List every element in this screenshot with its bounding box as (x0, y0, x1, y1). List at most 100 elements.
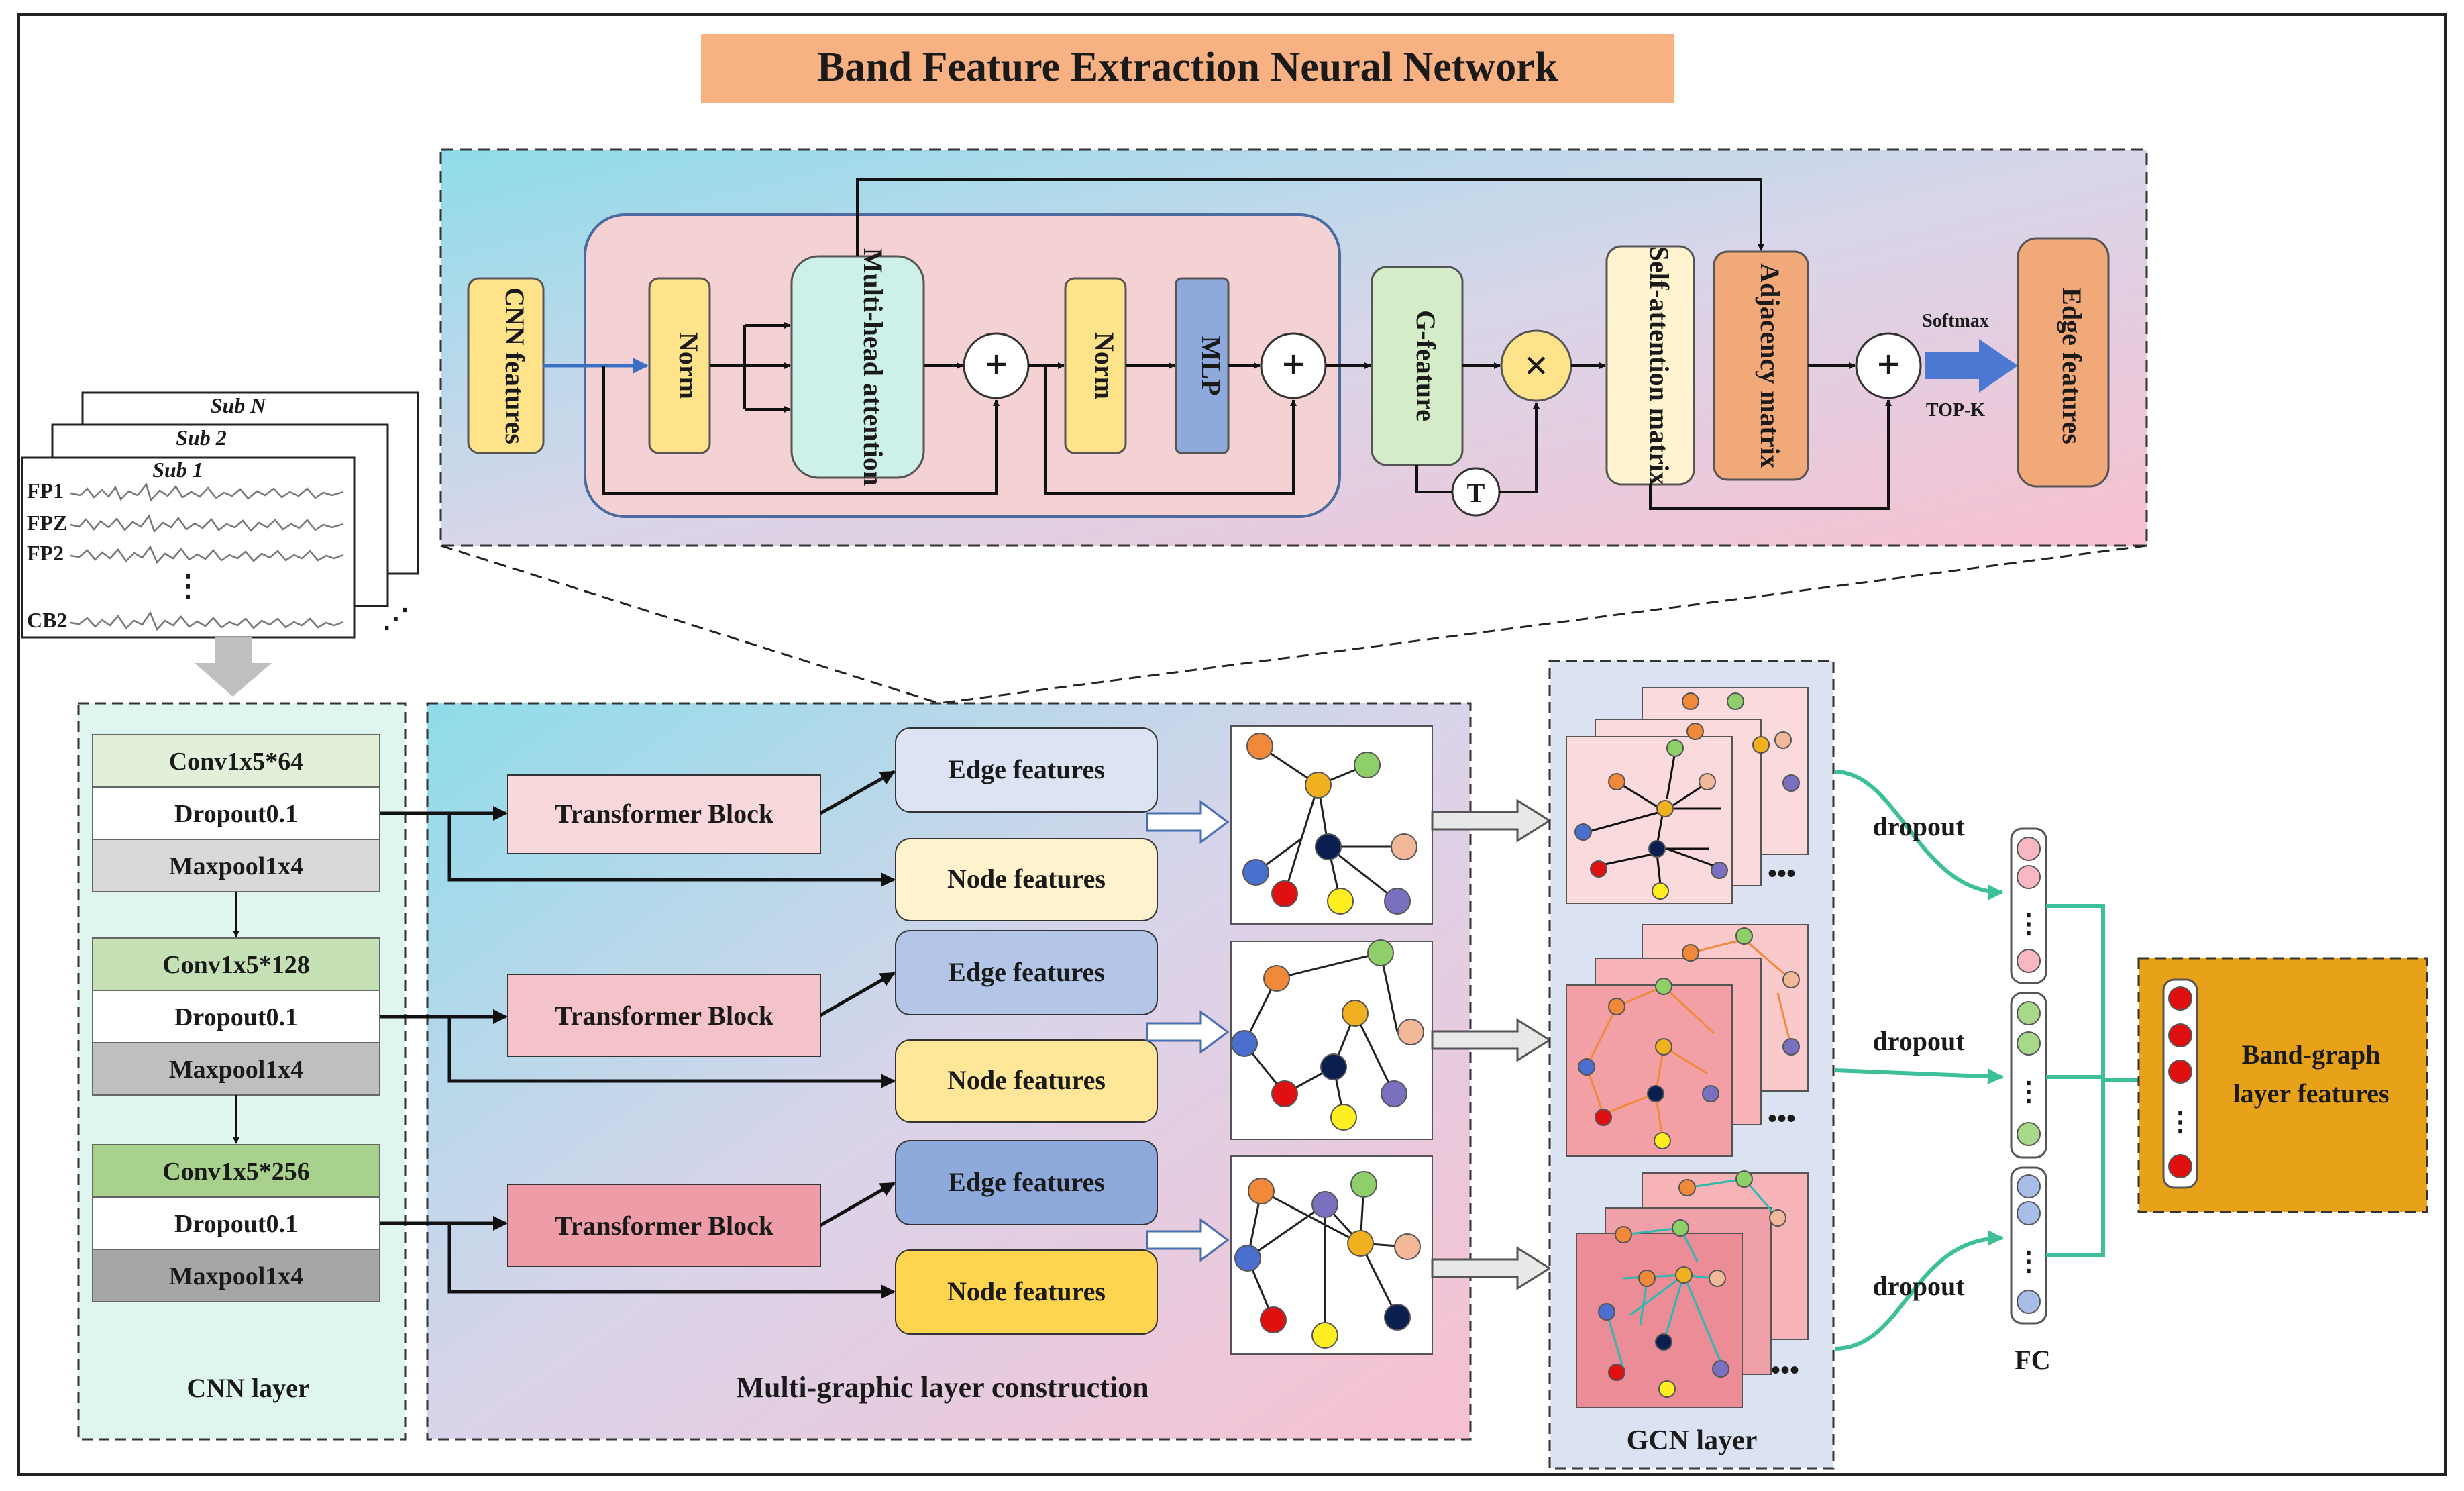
transformer-block-2-label: Transformer Block (555, 1000, 774, 1031)
edge-features-1-label: Edge features (948, 754, 1105, 784)
cnn-conv-128-label: Conv1x5*128 (162, 951, 310, 979)
eeg-sub-n: Sub N (211, 393, 268, 417)
gcn-stack-2-dots: ••• (1768, 1103, 1796, 1133)
topk-label: TOP-K (1926, 400, 1985, 421)
title: Band Feature Extraction Neural Network (817, 44, 1558, 90)
eeg-stack-dots: ⋰ (382, 603, 409, 633)
fc-label: FC (2015, 1345, 2050, 1375)
eeg-ch-cb2: CB2 (27, 608, 67, 632)
edge-features-3-label: Edge features (948, 1167, 1105, 1197)
edge-features-3 (895, 1140, 1158, 1225)
cnn-maxpool-1 (92, 839, 380, 892)
eeg-sub-1: Sub 1 (152, 458, 203, 482)
multi-graphic-label: Multi-graphic layer construction (736, 1371, 1148, 1404)
band-graph-label-1: Band-graph (2242, 1039, 2381, 1070)
edge-features-top-box (2017, 237, 2110, 488)
edge-features-1 (895, 727, 1158, 813)
cnn-dropout-2-label: Dropout0.1 (174, 1003, 298, 1031)
norm1-label: Norm (674, 332, 704, 399)
softmax-topk-arrow (1925, 339, 2018, 393)
cnn-maxpool-2-label: Maxpool1x4 (169, 1056, 304, 1084)
eeg-waveforms (70, 482, 344, 631)
multiply-symbol: × (1524, 342, 1548, 389)
transformer-block-1 (507, 774, 821, 854)
node-features-2-label: Node features (947, 1065, 1106, 1095)
g-feature-label: G-feature (1411, 310, 1441, 421)
norm2-label: Norm (1089, 332, 1120, 399)
edge-features-2 (895, 930, 1158, 1015)
self-attention-label: Self-attention matrix (1644, 246, 1674, 486)
add-node-3 (1855, 332, 1922, 399)
cnn-conv-64-label: Conv1x5*64 (169, 748, 304, 776)
eeg-ch-fp1: FP1 (27, 478, 64, 503)
cnn-to-transformer-connectors (380, 770, 896, 1299)
node-features-3 (895, 1249, 1158, 1335)
cnn-conv-256 (92, 1144, 380, 1198)
eeg-ch-fpz: FPZ (27, 511, 67, 535)
dropout-label-2: dropout (1872, 1026, 1965, 1056)
band-graph-label-2: layer features (2233, 1078, 2390, 1109)
graph-1 (1230, 725, 1433, 925)
edge-features-2-label: Edge features (948, 957, 1105, 987)
transformer-block-2 (507, 974, 821, 1057)
multi-head-attention-box (790, 255, 925, 479)
fc-column-2-dots: ⋮ (2015, 1076, 2042, 1107)
gcn-stack-3-dots: ••• (1771, 1355, 1799, 1385)
eeg-to-cnn-arrow (195, 637, 272, 697)
node-features-3-label: Node features (947, 1276, 1106, 1306)
fc-column-1: ⋮ (2010, 827, 2047, 984)
cnn-conv-128 (92, 937, 380, 991)
fc-column-3-dots: ⋮ (2015, 1246, 2042, 1276)
gcn-stack-1: ••• (1566, 687, 1809, 904)
fc-column-1-dots: ⋮ (2015, 909, 2042, 939)
node-features-1-label: Node features (947, 864, 1106, 894)
eeg-ch-fp2: FP2 (27, 541, 64, 565)
eeg-stack: Sub N Sub 2 Sub 1 FP1 FPZ FP2 CB2 ⋮ ⋰ (21, 391, 419, 639)
zoom-line-left (440, 544, 940, 705)
mg-row-3: Transformer Block Edge features Node fea… (507, 1140, 1158, 1335)
adjacency-label: Adjacency matrix (1755, 263, 1785, 468)
cnn-conv-64 (92, 734, 380, 788)
add-node-1-symbol: + (985, 342, 1008, 387)
transformer-block-3-label: Transformer Block (555, 1211, 774, 1241)
outer-frame (17, 13, 2447, 1476)
title-box (701, 34, 1674, 103)
cnn-dropout-1 (92, 786, 380, 840)
add-node-3-symbol: + (1877, 342, 1900, 387)
dropout-label-3: dropout (1872, 1271, 1965, 1301)
fc-column-3: ⋮ (2010, 1166, 2047, 1325)
graph-to-gcn-arrows (1431, 799, 1552, 1290)
cnn-dropout-1-label: Dropout0.1 (174, 800, 298, 828)
mlp-label: MLP (1196, 336, 1226, 396)
cnn-maxpool-2 (92, 1042, 380, 1096)
cnn-features-label: CNN features (500, 287, 530, 444)
eeg-vdots: ⋮ (173, 570, 203, 603)
softmax-label: Softmax (1922, 311, 1989, 331)
edge-to-graph-arrows (1146, 800, 1230, 1262)
transformer-block-3 (507, 1184, 821, 1267)
gcn-to-fc-arrows (1834, 770, 2004, 1351)
output-vector: ⋮ (2162, 978, 2198, 1189)
transformer-block-1-label: Transformer Block (555, 799, 774, 829)
cnn-maxpool-3-label: Maxpool1x4 (169, 1262, 304, 1290)
transpose-label: T (1467, 478, 1485, 508)
node-features-2 (895, 1039, 1158, 1123)
cnn-maxpool-3 (92, 1249, 380, 1302)
cnn-stage-3: Conv1x5*256 Dropout0.1 Maxpool1x4 (92, 1144, 380, 1302)
gcn-stack-2: ••• (1566, 924, 1809, 1157)
edge-features-top-label: Edge features (2057, 287, 2087, 444)
zoom-line-right (939, 544, 2147, 705)
add-node-2-symbol: + (1282, 342, 1305, 387)
graph-2 (1230, 939, 1433, 1140)
gcn-stack-3: ••• (1576, 1170, 1809, 1408)
eeg-sheet-sub1 (21, 456, 356, 639)
gcn-layer-label: GCN layer (1627, 1425, 1758, 1456)
cnn-stage-2: Conv1x5*128 Dropout0.1 Maxpool1x4 (92, 937, 380, 1096)
mg-row-2: Transformer Block Edge features Node fea… (507, 930, 1158, 1123)
node-features-1 (895, 838, 1158, 921)
fc-column-2: ⋮ (2010, 992, 2047, 1159)
top-panel-connectors (543, 178, 1892, 510)
mha-label: Multi-head attention (858, 248, 888, 486)
cnn-maxpool-1-label: Maxpool1x4 (169, 852, 304, 880)
